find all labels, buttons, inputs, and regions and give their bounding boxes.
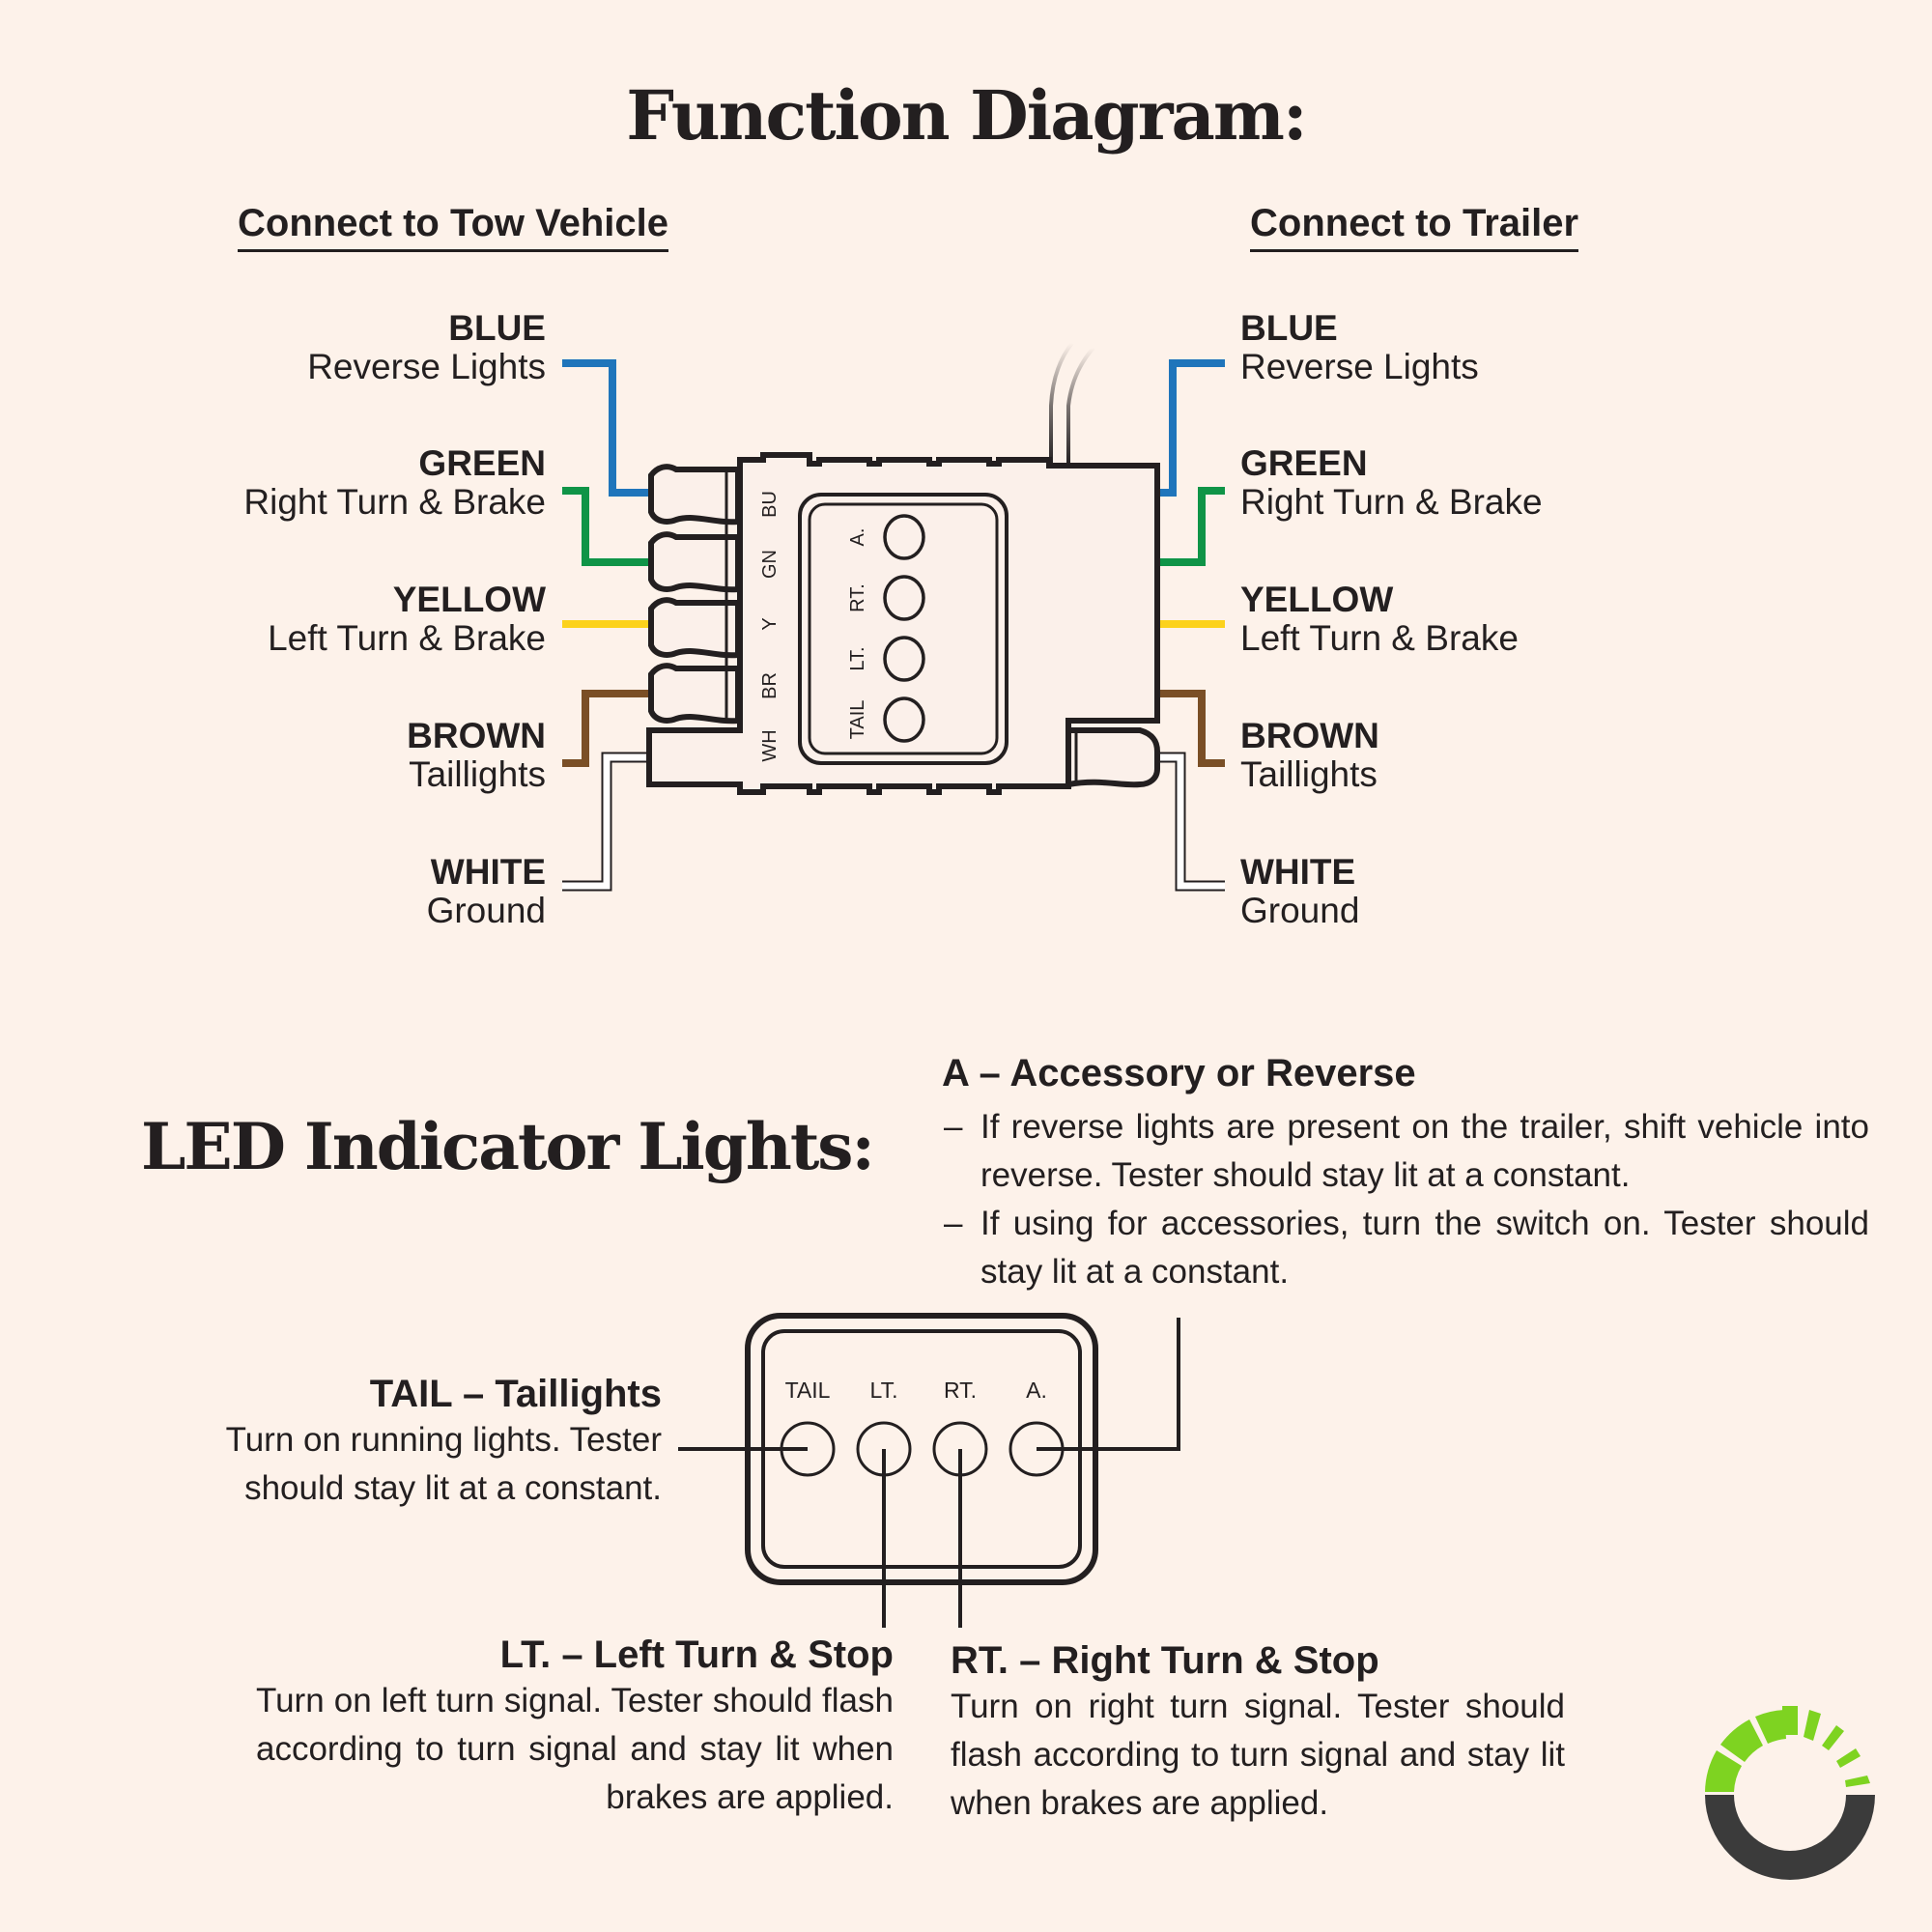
wire-function: Left Turn & Brake bbox=[1240, 618, 1519, 658]
trailer-connector bbox=[1065, 727, 1160, 788]
tow-vehicle-heading: Connect to Tow Vehicle bbox=[238, 201, 668, 252]
panel-label-tail: TAIL bbox=[785, 1378, 831, 1403]
pin-label-gn: GN bbox=[759, 550, 781, 579]
left-turn-body: Turn on left turn signal. Tester should … bbox=[256, 1682, 894, 1816]
power-cable bbox=[1049, 341, 1095, 466]
trailer-wires bbox=[1157, 359, 1225, 892]
tow-wire-label-yellow: YELLOW Left Turn & Brake bbox=[268, 581, 546, 658]
panel-label-rt: RT. bbox=[944, 1378, 977, 1403]
left-turn-description: LT. – Left Turn & Stop Turn on left turn… bbox=[256, 1633, 894, 1822]
trailer-wire-label-blue: BLUE Reverse Lights bbox=[1240, 309, 1479, 386]
trailer-wire-label-brown: BROWN Taillights bbox=[1240, 717, 1379, 794]
wire-function: Ground bbox=[1240, 891, 1360, 930]
trailer-heading: Connect to Trailer bbox=[1250, 201, 1579, 252]
wire-brown-left bbox=[562, 690, 649, 767]
module-led-label-rt: RT. bbox=[847, 583, 868, 612]
accessory-bullets: If reverse lights are present on the tra… bbox=[942, 1103, 1869, 1296]
wire-function: Taillights bbox=[409, 754, 546, 794]
panel-label-lt: LT. bbox=[870, 1378, 898, 1403]
tester-module bbox=[646, 452, 1160, 795]
accessory-bullet: If using for accessories, turn the switc… bbox=[942, 1200, 1869, 1296]
led-section-title: LED Indicator Lights: bbox=[141, 1109, 875, 1184]
wire-function: Taillights bbox=[1240, 754, 1378, 794]
tail-body-line2: should stay lit at a constant. bbox=[244, 1469, 662, 1507]
pin-label-y: Y bbox=[759, 617, 781, 630]
module-led-lt bbox=[883, 636, 925, 682]
wire-color-name: BROWN bbox=[407, 716, 546, 755]
trailer-wire-label-white: WHITE Ground bbox=[1240, 853, 1359, 930]
module-led-a bbox=[883, 514, 925, 560]
tow-wire-label-blue: BLUE Reverse Lights bbox=[307, 309, 546, 386]
left-turn-heading: LT. – Left Turn & Stop bbox=[499, 1634, 894, 1676]
wire-color-name: BROWN bbox=[1240, 716, 1379, 755]
wire-color-name: BLUE bbox=[448, 308, 546, 348]
wire-green-right bbox=[1157, 487, 1225, 566]
module-led-label-tail: TAIL bbox=[847, 700, 868, 740]
trailer-wire-label-yellow: YELLOW Left Turn & Brake bbox=[1240, 581, 1519, 658]
right-turn-body: Turn on right turn signal. Tester should… bbox=[951, 1688, 1565, 1822]
wire-color-name: BLUE bbox=[1240, 308, 1338, 348]
brand-logo-icon bbox=[1705, 1706, 1875, 1880]
wire-color-name: WHITE bbox=[430, 852, 546, 892]
wire-blue-left bbox=[562, 359, 649, 497]
panel-label-a: A. bbox=[1026, 1378, 1047, 1403]
accessory-description: A – Accessory or Reverse If reverse ligh… bbox=[942, 1051, 1869, 1296]
module-led-tail bbox=[883, 696, 925, 743]
wire-function: Left Turn & Brake bbox=[268, 618, 546, 658]
tow-connectors bbox=[648, 464, 741, 724]
tow-wire-label-white: WHITE Ground bbox=[427, 853, 546, 930]
wire-color-name: YELLOW bbox=[1240, 580, 1394, 619]
accessory-heading: A – Accessory or Reverse bbox=[942, 1052, 1416, 1094]
wire-color-name: YELLOW bbox=[392, 580, 546, 619]
pin-label-bu: BU bbox=[759, 491, 781, 518]
wire-green-left bbox=[562, 487, 649, 566]
wire-blue-right bbox=[1157, 359, 1225, 497]
tail-heading: TAIL – Taillights bbox=[369, 1373, 662, 1415]
pin-label-wh: WH bbox=[759, 729, 781, 761]
module-led-labels: A. RT. LT. TAIL bbox=[847, 528, 868, 740]
wire-brown-right bbox=[1157, 690, 1225, 767]
panel-labels: TAIL LT. RT. A. bbox=[785, 1378, 1047, 1403]
module-led-rt bbox=[883, 575, 925, 621]
wire-function: Right Turn & Brake bbox=[1240, 482, 1543, 522]
tow-wire-label-brown: BROWN Taillights bbox=[407, 717, 546, 794]
wire-function: Ground bbox=[426, 891, 546, 930]
module-led-label-lt: LT. bbox=[847, 646, 868, 670]
callout-a bbox=[1037, 1318, 1180, 1451]
wire-function: Reverse Lights bbox=[1240, 347, 1479, 386]
right-turn-description: RT. – Right Turn & Stop Turn on right tu… bbox=[951, 1638, 1565, 1828]
accessory-bullet: If reverse lights are present on the tra… bbox=[942, 1103, 1869, 1200]
module-led-label-a: A. bbox=[847, 528, 868, 547]
wire-color-name: GREEN bbox=[1240, 443, 1368, 483]
wire-color-name: GREEN bbox=[418, 443, 546, 483]
wire-function: Reverse Lights bbox=[307, 347, 546, 386]
wire-function: Right Turn & Brake bbox=[243, 482, 546, 522]
tail-body-line1: Turn on running lights. Tester bbox=[225, 1421, 662, 1459]
trailer-wire-label-green: GREEN Right Turn & Brake bbox=[1240, 444, 1543, 522]
tow-wires bbox=[562, 359, 649, 892]
wire-color-name: WHITE bbox=[1240, 852, 1356, 892]
tail-description: TAIL – Taillights Turn on running lights… bbox=[121, 1372, 662, 1513]
tow-wire-label-green: GREEN Right Turn & Brake bbox=[243, 444, 546, 522]
wire-white-right bbox=[1157, 752, 1225, 892]
main-title: Function Diagram: bbox=[626, 75, 1308, 156]
right-turn-heading: RT. – Right Turn & Stop bbox=[951, 1639, 1379, 1682]
pin-labels: BU GN Y BR WH bbox=[759, 491, 781, 762]
callout-lines bbox=[678, 1318, 1180, 1628]
pin-label-br: BR bbox=[759, 672, 781, 699]
